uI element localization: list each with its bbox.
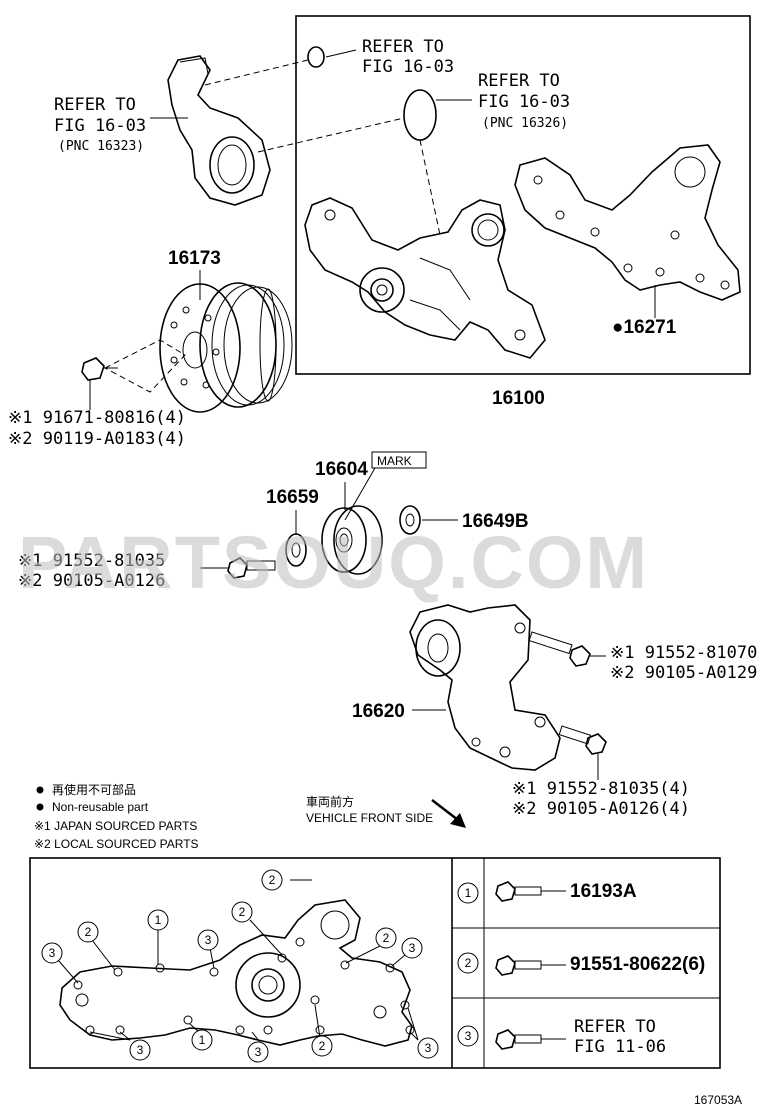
water-pump-gasket[interactable] xyxy=(514,144,741,301)
water-pump-body[interactable] xyxy=(304,197,546,359)
dash-outlet-to-oring xyxy=(204,59,309,86)
tensioner-bottom-bolt-2[interactable]: ※2 90105-A0126(4) xyxy=(512,799,690,819)
bolt-table-num-3-text: 3 xyxy=(465,1029,472,1043)
pulley-label[interactable]: 16173 xyxy=(168,248,221,269)
bolt-icon-1 xyxy=(495,881,542,902)
svg-text:3: 3 xyxy=(425,1041,432,1055)
svg-text:3: 3 xyxy=(49,946,56,960)
pulley-bolt-2[interactable]: ※2 90119-A0183(4) xyxy=(8,429,186,449)
svg-text:1: 1 xyxy=(199,1033,206,1047)
front-side-en: VEHICLE FRONT SIDE xyxy=(306,811,433,825)
tensioner-label[interactable]: 16620 xyxy=(352,701,405,722)
watermark: PARTSOUQ.COM xyxy=(18,521,649,604)
legend-japan-parts: ※1 JAPAN SOURCED PARTS xyxy=(34,819,197,833)
tensioner-bottom-bolt[interactable] xyxy=(558,725,607,755)
water-inlet-housing[interactable] xyxy=(167,55,271,206)
pulley-bolt[interactable] xyxy=(81,357,118,381)
dash-outlet-to-pump xyxy=(257,117,405,153)
idler-plate-washer[interactable] xyxy=(285,533,307,567)
bolt-table-num-3 xyxy=(457,1025,479,1047)
svg-text:3: 3 xyxy=(255,1045,262,1059)
refer-fig-b-line1[interactable]: REFER TO xyxy=(478,71,560,91)
vehicle-front-arrow-icon xyxy=(431,799,466,828)
bolt-table-num-2-text: 2 xyxy=(465,956,472,970)
bolt-detail-box xyxy=(29,857,721,1069)
assembly-label[interactable]: 16100 xyxy=(492,388,545,409)
tensioner-top-bolt[interactable] xyxy=(528,631,591,667)
o-ring-large[interactable] xyxy=(403,89,437,141)
svg-text:3: 3 xyxy=(409,941,416,955)
refer-fig-a-line2[interactable]: FIG 16-03 xyxy=(362,57,454,77)
o-ring-small[interactable] xyxy=(307,46,325,68)
idler-plate-label[interactable]: 16659 xyxy=(266,487,319,508)
svg-text:2: 2 xyxy=(383,931,390,945)
tensioner-bottom-bolt-1[interactable]: ※1 91552-81035(4) xyxy=(512,779,690,799)
bolt-icon-2 xyxy=(495,955,542,976)
outlet-refer-pnc: (PNC 16323) xyxy=(58,139,144,154)
position-callouts: 2 2 2 1 3 3 2 3 3 1 3 2 3 xyxy=(41,869,439,1063)
mark-box xyxy=(371,451,427,469)
idler-cover[interactable] xyxy=(399,505,421,535)
bolt-icon-3 xyxy=(495,1029,542,1050)
figure-code: 167053A xyxy=(694,1093,742,1107)
gasket-label[interactable]: ●16271 xyxy=(612,317,677,338)
refer-fig-b-pnc: (PNC 16326) xyxy=(482,116,568,131)
svg-text:3: 3 xyxy=(205,933,212,947)
water-pump-pulley[interactable] xyxy=(159,282,293,413)
tensioner-top-bolt-2[interactable]: ※2 90105-A0129 xyxy=(610,663,757,683)
outlet-refer-line2[interactable]: FIG 16-03 xyxy=(54,116,146,136)
svg-text:2: 2 xyxy=(85,925,92,939)
dash-bolt-to-pulley xyxy=(103,339,186,393)
tensioner-top-bolt-1[interactable]: ※1 91552-81070 xyxy=(610,643,757,663)
svg-text:2: 2 xyxy=(319,1039,326,1053)
legend-en-nonreusable: Non-reusable part xyxy=(52,800,149,814)
front-side-jp: 車両前方 xyxy=(306,794,354,809)
idler-pulley[interactable] xyxy=(321,505,383,575)
dash-o-ring-to-pump xyxy=(419,139,441,236)
idler-bolt-2[interactable]: ※2 90105-A0126 xyxy=(18,571,165,591)
bolt-position-diagram xyxy=(59,899,415,1047)
svg-text:2: 2 xyxy=(239,905,246,919)
legend-jp-nonreusable: 再使用不可部品 xyxy=(52,782,136,797)
belt-tensioner[interactable] xyxy=(409,604,561,771)
svg-text:2: 2 xyxy=(269,873,276,887)
bolt-table-text-3a[interactable]: REFER TO xyxy=(574,1017,656,1037)
svg-text:3: 3 xyxy=(137,1043,144,1057)
outlet-refer-line1[interactable]: REFER TO xyxy=(54,95,136,115)
bolt-table-text-1[interactable]: 16193A xyxy=(570,881,637,902)
refer-fig-b-line2[interactable]: FIG 16-03 xyxy=(478,92,570,112)
bolt-table-text-2[interactable]: 91551-80622(6) xyxy=(570,954,705,975)
leader-o-ring-small xyxy=(325,49,357,58)
water-pump-assembly-box xyxy=(295,15,751,375)
idler-bolt[interactable] xyxy=(227,557,276,579)
bolt-table-num-2 xyxy=(457,952,479,974)
legend-dot-1 xyxy=(36,786,44,794)
mark-label: MARK xyxy=(377,454,412,468)
svg-text:1: 1 xyxy=(155,913,162,927)
idler-cover-label[interactable]: 16649B xyxy=(462,511,529,532)
bolt-table-text-3b[interactable]: FIG 11-06 xyxy=(574,1037,666,1057)
idler-bolt-1[interactable]: ※1 91552-81035 xyxy=(18,551,165,571)
bolt-table-num-1-text: 1 xyxy=(465,886,472,900)
leader-mark xyxy=(344,467,376,521)
pulley-bolt-1[interactable]: ※1 91671-80816(4) xyxy=(8,408,186,428)
refer-fig-a-line1[interactable]: REFER TO xyxy=(362,37,444,57)
idler-pulley-label[interactable]: 16604 xyxy=(315,459,368,480)
bolt-table-num-1 xyxy=(457,882,479,904)
legend-dot-2 xyxy=(36,803,44,811)
legend-local-parts: ※2 LOCAL SOURCED PARTS xyxy=(34,837,199,851)
